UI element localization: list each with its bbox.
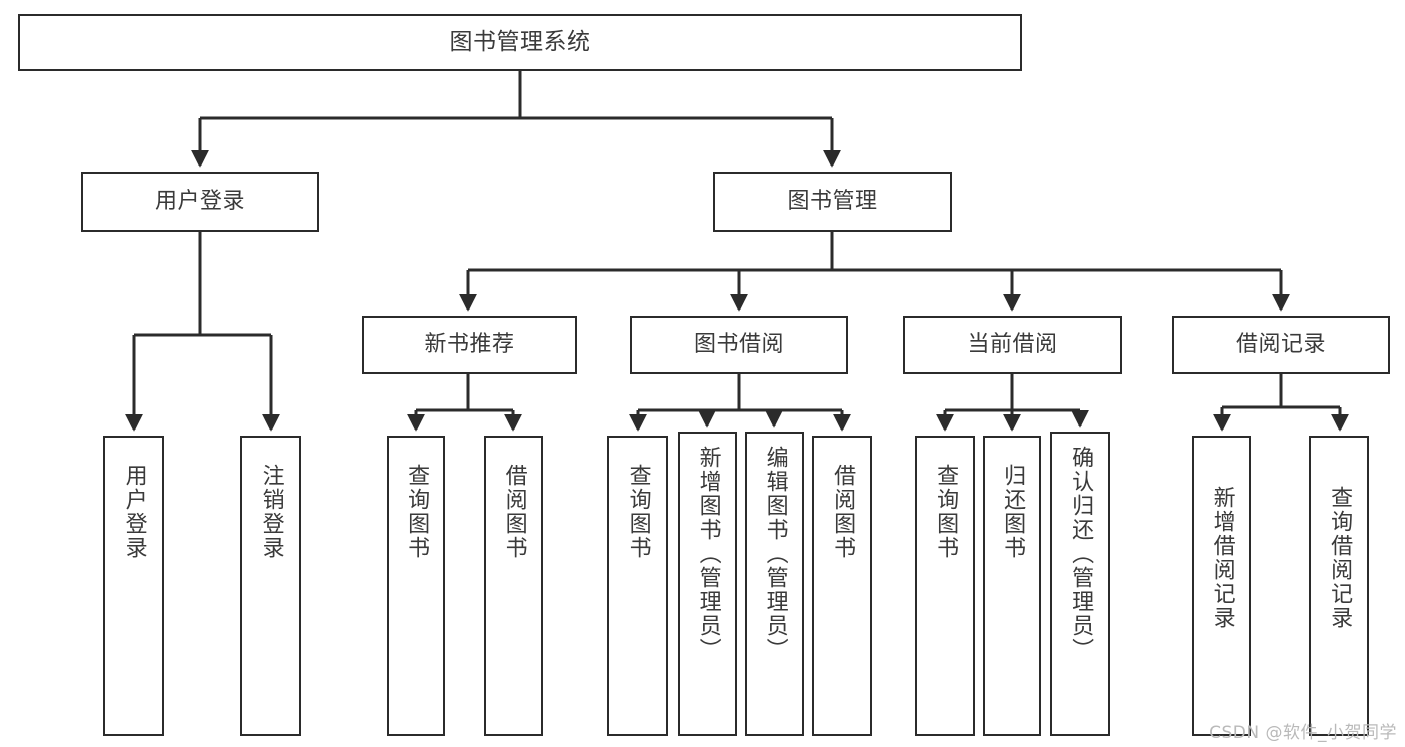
leaf-query-book-current-label: 查询图书 [933, 464, 959, 560]
leaf-add-borrow-record-label: 新增借阅记录 [1209, 486, 1235, 630]
leaf-query-borrow-record[interactable]: 查询借阅记录 [1309, 436, 1369, 736]
leaf-query-book-borrow[interactable]: 查询图书 [607, 436, 668, 736]
node-user-login[interactable]: 用户登录 [81, 172, 319, 232]
leaf-user-logout[interactable]: 注销登录 [240, 436, 301, 736]
node-user-login-label: 用户登录 [154, 188, 245, 214]
leaf-add-borrow-record[interactable]: 新增借阅记录 [1192, 436, 1251, 736]
leaf-borrow-book[interactable]: 借阅图书 [812, 436, 872, 736]
node-new-book-recommend-label: 新书推荐 [424, 331, 515, 357]
leaf-confirm-return-admin-label: 确认归还（管理员） [1068, 446, 1094, 662]
node-borrow-record-label: 借阅记录 [1235, 331, 1326, 357]
leaf-query-book-recommend[interactable]: 查询图书 [387, 436, 445, 736]
leaf-edit-book-admin[interactable]: 编辑图书（管理员） [745, 432, 804, 736]
leaf-query-borrow-record-label: 查询借阅记录 [1327, 486, 1353, 630]
leaf-add-book-admin[interactable]: 新增图书（管理员） [678, 432, 737, 736]
node-book-manage-label: 图书管理 [787, 188, 878, 214]
node-borrow-record[interactable]: 借阅记录 [1172, 316, 1390, 374]
node-current-borrow[interactable]: 当前借阅 [903, 316, 1122, 374]
leaf-borrow-book-recommend-label: 借阅图书 [501, 464, 527, 560]
leaf-user-login-label: 用户登录 [121, 464, 147, 560]
node-book-manage[interactable]: 图书管理 [713, 172, 952, 232]
node-root[interactable]: 图书管理系统 [18, 14, 1022, 71]
leaf-user-logout-label: 注销登录 [258, 464, 284, 560]
leaf-user-login[interactable]: 用户登录 [103, 436, 164, 736]
node-book-borrow-label: 图书借阅 [693, 331, 784, 357]
leaf-return-book-label: 归还图书 [1000, 464, 1026, 560]
leaf-edit-book-admin-label: 编辑图书（管理员） [762, 446, 788, 662]
leaf-confirm-return-admin[interactable]: 确认归还（管理员） [1050, 432, 1110, 736]
leaf-query-book-borrow-label: 查询图书 [625, 464, 651, 560]
leaf-query-book-recommend-label: 查询图书 [404, 464, 430, 560]
node-new-book-recommend[interactable]: 新书推荐 [362, 316, 577, 374]
node-book-borrow[interactable]: 图书借阅 [630, 316, 848, 374]
csdn-watermark: CSDN @软件_小贺同学 [1209, 723, 1397, 743]
node-current-borrow-label: 当前借阅 [967, 331, 1058, 357]
leaf-add-book-admin-label: 新增图书（管理员） [695, 446, 721, 662]
leaf-query-book-current[interactable]: 查询图书 [915, 436, 975, 736]
leaf-borrow-book-label: 借阅图书 [830, 464, 856, 560]
leaf-borrow-book-recommend[interactable]: 借阅图书 [484, 436, 543, 736]
node-root-label: 图书管理系统 [449, 28, 591, 55]
leaf-return-book[interactable]: 归还图书 [983, 436, 1041, 736]
